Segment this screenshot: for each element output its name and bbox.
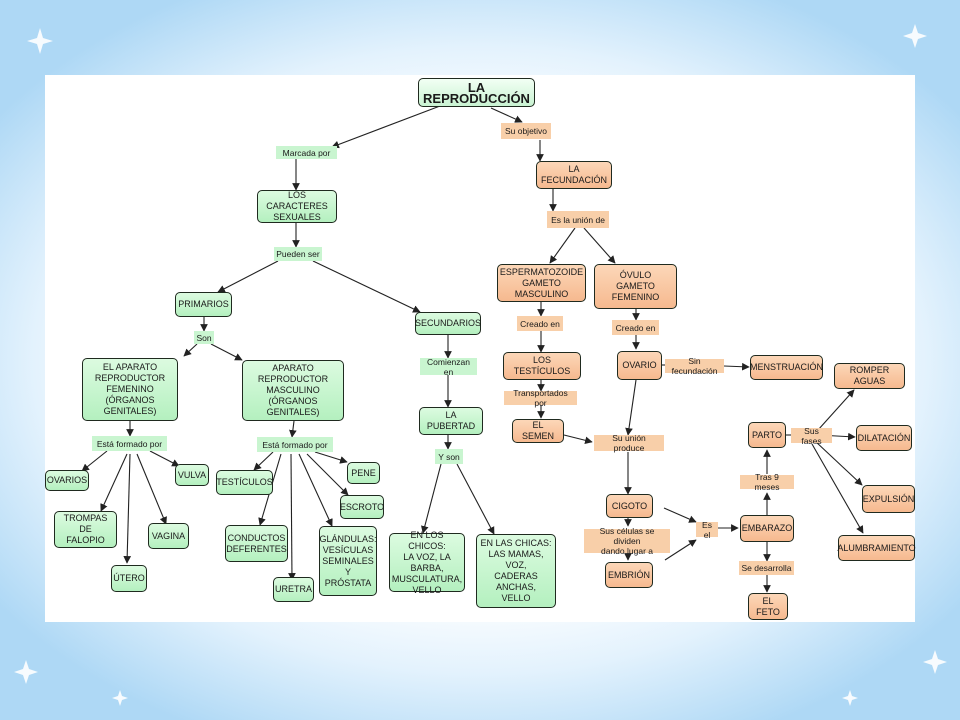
link-y-son: Y son <box>435 449 463 464</box>
node-ovarios: OVARIOS <box>45 470 89 491</box>
sparkle-star-icon <box>112 690 128 706</box>
link-sus-fases: Sus fases <box>791 426 832 446</box>
node-caracteres-sexuales: LOS CARACTERES SEXUALES <box>257 190 337 223</box>
link-transportados-por: Transportados por <box>504 388 577 408</box>
node-utero: ÚTERO <box>111 565 147 592</box>
link-tras-9-meses: Tras 9 meses <box>740 472 794 492</box>
node-escroto: ESCROTO <box>340 495 384 519</box>
node-fecundacion: LA FECUNDACIÓN <box>536 161 612 189</box>
node-cigoto: CIGOTO <box>606 494 653 518</box>
link-es-el: Es el <box>696 520 718 540</box>
node-los-testiculos: LOS TESTÍCULOS <box>503 352 581 380</box>
node-en-las-chicas: EN LAS CHICAS: LAS MAMAS, VOZ, CADERAS A… <box>476 534 556 608</box>
node-aparato-masculino: APARATO REPRODUCTOR MASCULINO (ÓRGANOS G… <box>242 360 344 421</box>
node-ovulo: ÓVULO GAMETO FEMENINO <box>594 264 677 309</box>
link-creado-en-ov: Creado en <box>612 320 659 335</box>
node-parto: PARTO <box>748 422 786 448</box>
node-uretra: URETRA <box>273 577 314 602</box>
sparkle-star-icon <box>27 28 53 54</box>
node-vulva: VULVA <box>175 464 209 486</box>
link-formado-femenino: Está formado por <box>92 436 167 451</box>
node-expulsion: EXPULSIÓN <box>862 485 915 513</box>
node-primarios: PRIMARIOS <box>175 292 232 317</box>
node-ovario: OVARIO <box>617 351 662 380</box>
node-glandulas: GLÁNDULAS: VESÍCULAS SEMINALES Y PRÓSTAT… <box>319 526 377 596</box>
node-conductos-deferentes: CONDUCTOS DEFERENTES <box>225 525 288 562</box>
node-pubertad: LA PUBERTAD <box>419 407 483 435</box>
sparkle-star-icon <box>842 690 858 706</box>
node-en-los-chicos: EN LOS CHICOS: LA VOZ, LA BARBA, MUSCULA… <box>389 530 465 595</box>
node-embrion: EMBRIÓN <box>605 562 653 588</box>
node-dilatacion: DILATACIÓN <box>856 425 912 451</box>
link-creado-en-esp: Creado en <box>517 316 563 331</box>
root-node: LA REPRODUCCIÓN <box>418 78 535 107</box>
concept-map: LA REPRODUCCIÓN LOS CARACTERES SEXUALES … <box>45 75 916 622</box>
link-union-de: Es la unión de <box>547 211 609 228</box>
node-trompas-falopio: TROMPAS DE FALOPIO <box>54 511 117 548</box>
link-union-produce: Su unión produce <box>594 433 664 453</box>
link-sin-fecundacion: Sin fecundación <box>665 356 724 376</box>
sparkle-star-icon <box>923 650 947 674</box>
link-celulas-dividen: Sus células se dividen dando lugar a <box>584 526 670 556</box>
node-el-feto: EL FETO <box>748 593 788 620</box>
node-el-semen: EL SEMEN <box>512 419 564 443</box>
link-se-desarrolla: Se desarrolla <box>739 561 794 575</box>
link-son: Son <box>194 331 214 344</box>
node-menstruacion: MENSTRUACIÓN <box>750 355 823 380</box>
node-aparato-femenino: EL APARATO REPRODUCTOR FEMENINO (ÓRGANOS… <box>82 358 178 421</box>
connector-lines <box>81 105 864 593</box>
link-pueden-ser: Pueden ser <box>274 247 322 261</box>
node-romper-aguas: ROMPER AGUAS <box>834 363 905 389</box>
node-testiculos: TESTÍCULOS <box>216 470 273 495</box>
link-comienzan-en: Comienzan en <box>420 357 477 377</box>
node-espermatozoide: ESPERMATOZOIDE GAMETO MASCULINO <box>497 264 586 302</box>
node-secundarios: SECUNDARIOS <box>415 312 481 335</box>
node-alumbramiento: ALUMBRAMIENTO <box>837 535 916 561</box>
sparkle-star-icon <box>14 660 38 684</box>
node-embarazo: EMBARAZO <box>740 515 794 542</box>
sparkle-star-icon <box>903 24 927 48</box>
node-vagina: VAGINA <box>148 523 189 549</box>
link-su-objetivo: Su objetivo <box>501 123 551 139</box>
node-pene: PENE <box>347 462 380 484</box>
link-formado-masculino: Está formado por <box>257 437 333 452</box>
link-marcada-por: Marcada por <box>276 146 337 159</box>
